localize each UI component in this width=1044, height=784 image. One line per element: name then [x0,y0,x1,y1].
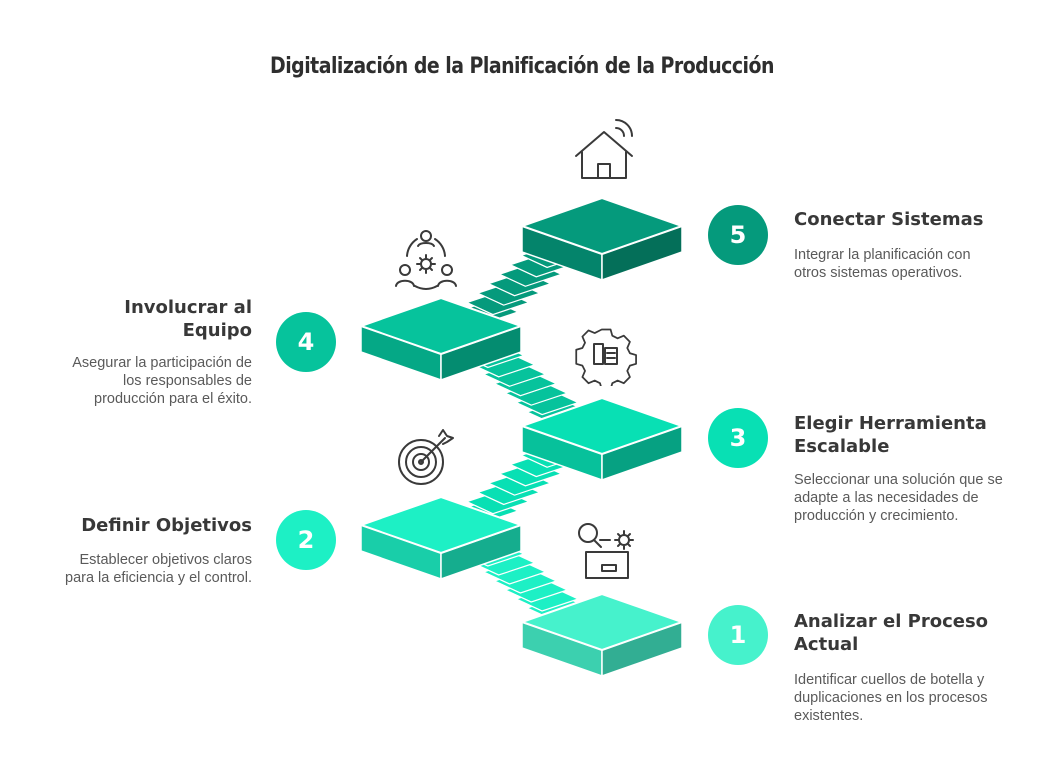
step-4-description: Asegurar la participación de los respons… [72,355,252,407]
step-2-badge: 2 [276,510,336,570]
stair-riser [472,364,499,378]
step-1-number: 1 [729,621,747,649]
step-1-badge: 1 [708,605,768,665]
step-1-description: Identificar cuellos de botella y duplica… [794,672,988,724]
stair-riser [505,392,532,406]
step-2-number: 2 [297,526,315,554]
platform-top [521,397,683,455]
stair-riser [499,273,526,287]
step-4-title: Involucrar al Equipo [124,297,252,341]
step-4-number: 4 [297,328,315,356]
platform-top [360,297,522,355]
stair-riser [510,264,537,278]
stair-riser [483,373,510,387]
stair-riser [515,402,543,416]
stair-riser [477,491,504,505]
step-5-number: 5 [729,221,747,249]
step-1-title: Analizar el Proceso Actual [794,611,989,655]
step-3-badge: 3 [708,408,768,468]
stair-riser [483,571,510,585]
platform-top [521,593,683,651]
stair-riser [466,302,494,316]
step-5-title: Conectar Sistemas [794,209,984,230]
smart-home-icon [572,116,642,182]
step-3-number: 3 [729,424,747,452]
gear-tool-icon [574,322,638,386]
diagram-title: Digitalización de la Planificación de la… [270,54,774,79]
stair-riser [494,580,521,594]
stair-riser [510,464,537,478]
platform-top [521,197,683,255]
search-box-gear-icon [574,520,640,584]
step-5-badge: 5 [708,205,768,265]
stair-riser [472,562,499,576]
stair-riser [477,292,504,306]
team-gear-icon [393,226,459,292]
stair-riser [488,482,515,496]
stair-riser [515,598,543,612]
step-2-title: Definir Objetivos [81,515,252,536]
stair-riser [499,473,526,487]
step-2-description: Establecer objetivos claros para la efic… [65,552,252,586]
stair-riser [520,454,548,468]
step-3-title: Elegir Herramienta Escalable [794,413,987,457]
stair-riser [494,383,521,397]
stair-riser [488,283,515,297]
stair-riser [505,589,532,603]
platform-top [360,496,522,554]
stair-riser [520,254,548,268]
step-4-badge: 4 [276,312,336,372]
target-arrow-icon [393,424,459,490]
step-5-description: Integrar la planificación con otros sist… [794,247,971,281]
stair-riser [466,501,494,515]
step-3-description: Seleccionar una solución que se adapte a… [794,472,1003,524]
